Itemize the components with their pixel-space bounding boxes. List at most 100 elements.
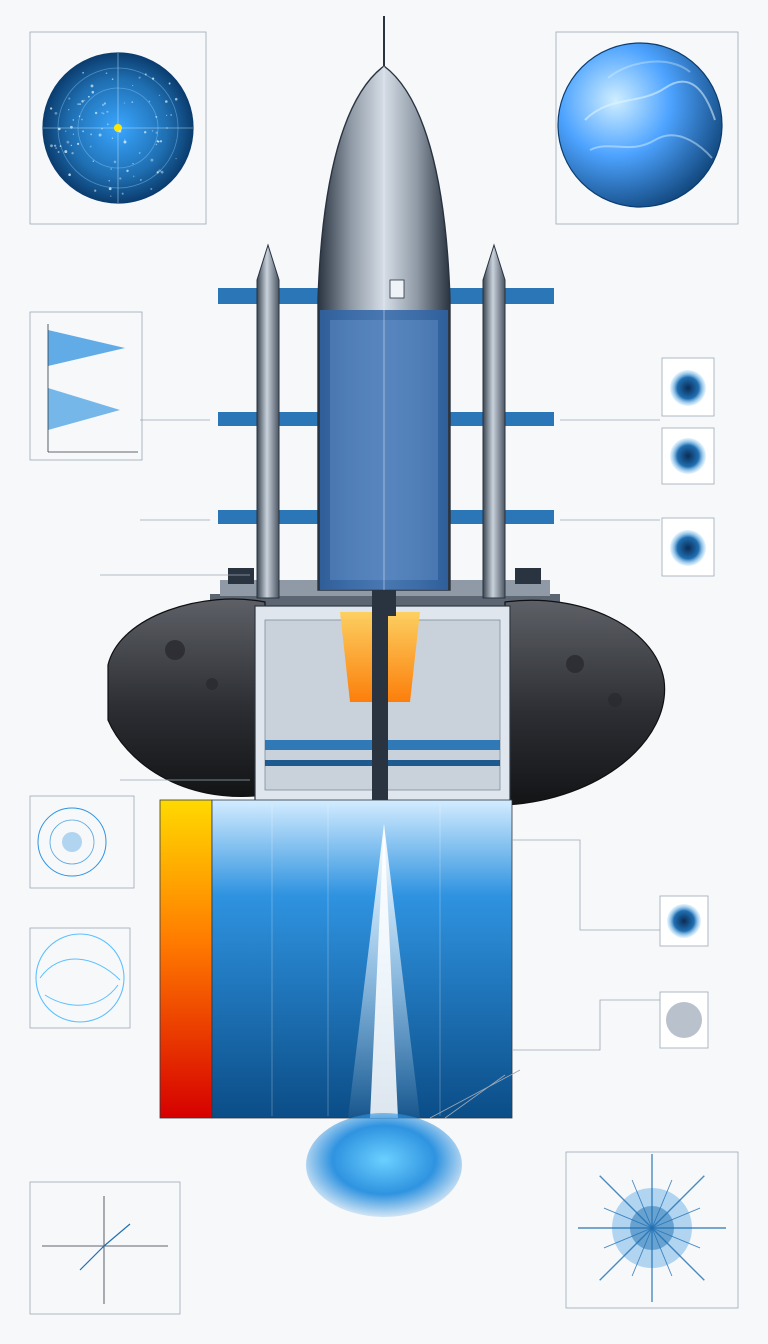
star-dot	[103, 102, 106, 105]
star-dot	[90, 133, 93, 136]
star-dot	[82, 71, 84, 74]
star-dot	[68, 173, 71, 176]
star-dot	[126, 169, 129, 173]
rocket-icon	[256, 16, 506, 616]
asteroid-icon	[107, 598, 666, 806]
star-dot	[105, 72, 108, 75]
burst-ray	[651, 1227, 701, 1249]
star-dot	[65, 130, 67, 132]
star-dot	[106, 123, 109, 126]
star-dot	[79, 103, 81, 105]
star-dot	[168, 82, 171, 85]
planet-globe-icon	[557, 42, 723, 208]
star-dot	[88, 95, 90, 98]
burst-ray	[651, 1207, 701, 1229]
wave-chart-panel	[29, 311, 143, 461]
bottom-left-axes	[29, 1181, 181, 1315]
star-dot	[81, 100, 84, 103]
star-dot	[57, 150, 60, 154]
star-dot	[67, 108, 70, 111]
star-dot	[121, 192, 124, 195]
star-dot	[113, 160, 117, 164]
star-dot	[111, 137, 114, 139]
star-dot	[164, 100, 168, 103]
burst-ray	[651, 1179, 673, 1229]
star-dot	[108, 180, 110, 182]
star-dot	[108, 187, 112, 191]
star-dot	[119, 177, 122, 180]
star-dot	[59, 145, 62, 148]
star-dot	[151, 130, 154, 132]
star-map-dots	[49, 71, 178, 197]
star-dot	[158, 169, 161, 173]
burst-ray	[599, 1227, 653, 1281]
star-dot	[77, 103, 79, 105]
burst-ray	[651, 1227, 673, 1277]
connector-lines	[100, 419, 660, 1119]
burst-ray	[603, 1227, 653, 1249]
star-dot	[111, 78, 114, 81]
star-dot	[57, 127, 61, 131]
star-dot	[98, 133, 102, 137]
star-dot	[131, 84, 134, 87]
star-dot	[90, 84, 94, 88]
star-dot	[82, 130, 85, 133]
radial-burst-icon	[670, 530, 706, 566]
star-dot	[66, 140, 70, 144]
polar-plot-icon	[35, 933, 125, 1023]
star-dot	[78, 115, 81, 118]
star-dot	[123, 102, 126, 104]
star-dot	[101, 127, 103, 130]
star-dot	[144, 73, 147, 76]
star-dot	[158, 94, 161, 97]
star-dot	[138, 76, 141, 79]
star-dot	[102, 112, 105, 115]
star-dot	[54, 111, 58, 115]
burst-ray	[651, 1227, 705, 1281]
star-dot	[70, 144, 72, 147]
star-dot	[143, 130, 147, 134]
star-dot	[53, 144, 57, 147]
burst-ray	[599, 1175, 653, 1229]
star-dot	[106, 110, 109, 113]
star-dot	[49, 107, 53, 110]
star-dot	[72, 119, 75, 121]
star-dot	[140, 179, 142, 181]
star-dot	[160, 170, 164, 174]
star-dot	[55, 147, 58, 150]
star-dot	[123, 139, 126, 141]
star-dot	[150, 158, 154, 162]
radial-burst-icon	[670, 438, 706, 474]
wave-chart-icon	[47, 324, 138, 453]
star-dot	[156, 140, 159, 143]
radial-burst-icon	[670, 370, 706, 406]
star-dot	[91, 90, 95, 94]
star-dot	[155, 131, 158, 134]
star-dot	[94, 111, 98, 115]
burst-ray	[651, 1175, 705, 1229]
star-dot	[110, 195, 112, 197]
star-dot	[83, 99, 86, 101]
star-dot	[71, 152, 74, 155]
star-dot	[94, 189, 97, 192]
star-dot	[89, 145, 92, 148]
burst-ray	[603, 1207, 653, 1229]
star-dot	[64, 150, 68, 154]
star-dot	[68, 97, 71, 100]
star-dot	[123, 140, 127, 144]
star-dot	[155, 143, 158, 146]
star-dot	[174, 97, 178, 101]
star-dot	[81, 118, 83, 121]
star-dot	[159, 140, 163, 143]
star-dot	[110, 168, 113, 170]
right-lower-boxes	[659, 895, 709, 1049]
right-diagram-boxes	[661, 357, 715, 577]
star-dot	[70, 125, 73, 129]
planet-panel	[555, 31, 739, 225]
star-dot	[165, 114, 168, 117]
star-dot	[101, 103, 105, 107]
star-dot	[72, 133, 75, 135]
star-map-panel	[29, 31, 207, 225]
burst-ray	[631, 1179, 653, 1229]
